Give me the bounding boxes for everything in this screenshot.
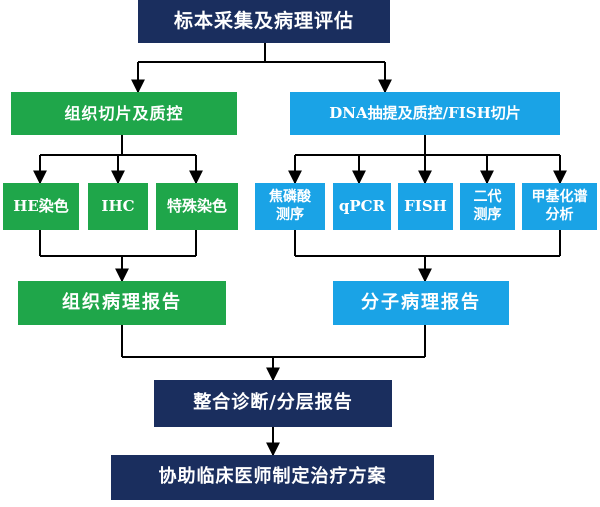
node-ngs: 二代测序 (460, 183, 515, 230)
node-qpcr: qPCR (333, 183, 391, 230)
node-dna-extraction-qc: DNA抽提及质控/FISH切片 (290, 92, 560, 135)
node-tissue-section-qc: 组织切片及质控 (11, 92, 237, 135)
node-he-stain: HE染色 (3, 183, 79, 230)
node-pyrosequencing: 焦磷酸测序 (255, 183, 325, 230)
node-treatment-planning: 协助临床医师制定治疗方案 (111, 455, 434, 500)
node-methylation-profiling: 甲基化谱分析 (522, 183, 597, 230)
node-integrated-diagnosis: 整合诊断/分层报告 (154, 380, 392, 427)
node-specimen-collection: 标本采集及病理评估 (138, 0, 390, 43)
node-tissue-pathology-report: 组织病理报告 (18, 281, 226, 325)
node-fish: FISH (398, 183, 453, 230)
node-special-stain: 特殊染色 (156, 183, 238, 230)
node-molecular-pathology-report: 分子病理报告 (333, 281, 509, 325)
node-ihc: IHC (88, 183, 148, 230)
